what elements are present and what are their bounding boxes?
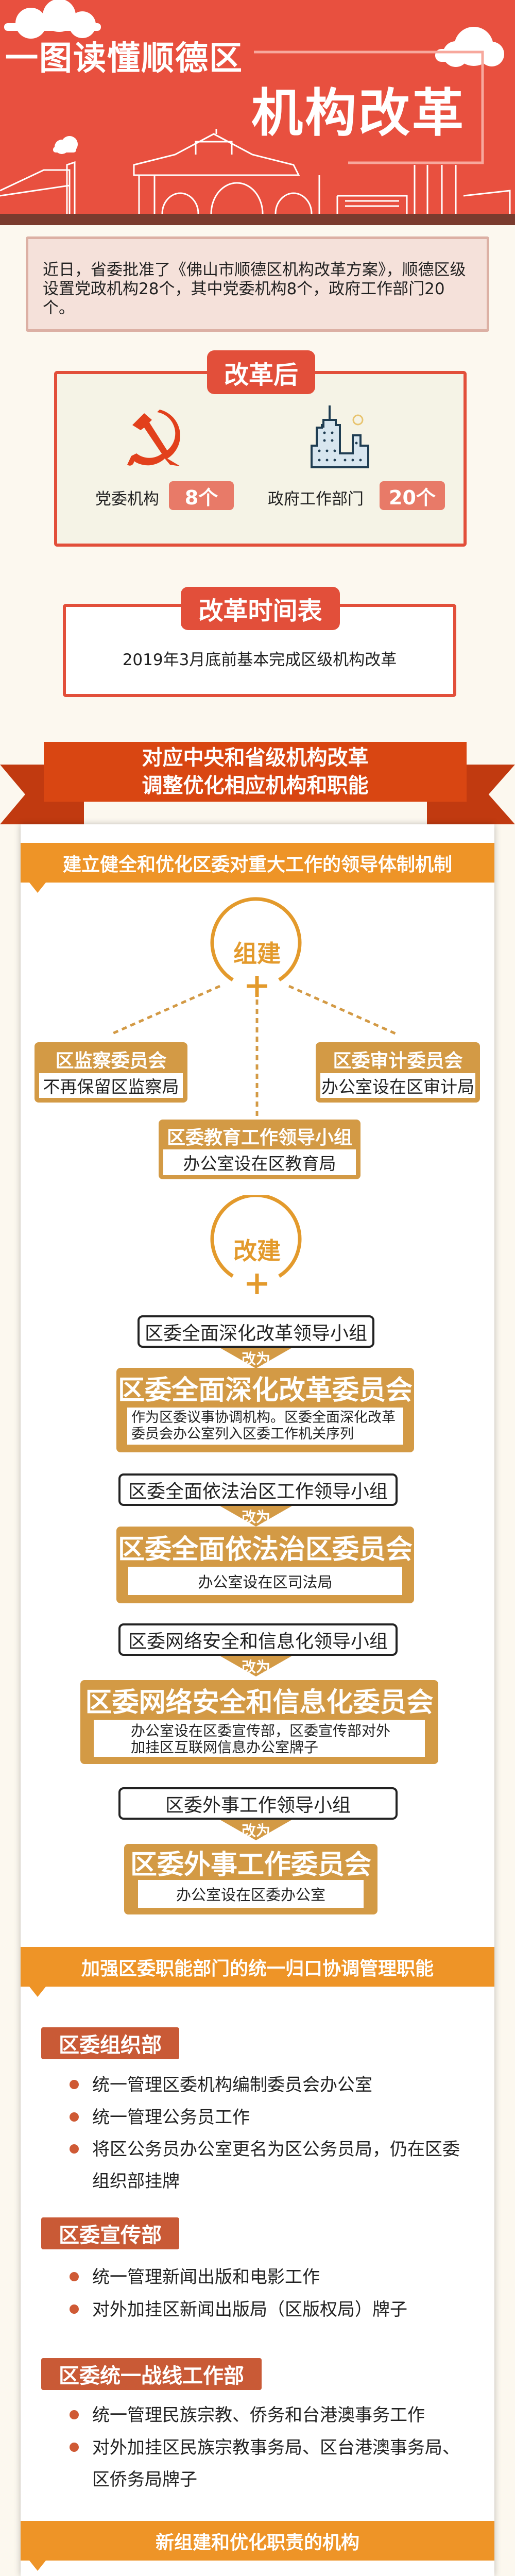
new-committee-box: 区委网络安全和信息化委员会 办公室设在区委宣传部，区委宣传部对外加挂区互联网信息… — [80, 1680, 438, 1764]
box-title: 区监察委员会 — [55, 1050, 167, 1072]
section-header-departments: 加强区委职能部门的统一归口协调管理职能 — [21, 1947, 494, 1987]
section-header-new-organs: 新组建和优化职责的机构 — [21, 2521, 494, 2561]
section-header-pointer — [29, 2561, 46, 2571]
after-reform-label: 改革后 — [207, 350, 315, 394]
rebuild-circle — [210, 1195, 302, 1278]
ribbon-banner: 对应中央和省级机构改革 调整优化相应机构和职能 — [44, 742, 467, 802]
cloud-icon — [4, 0, 504, 154]
bullet-item: 将区公务员办公室更名为区公务员局，仍在区委组织部挂牌 — [70, 2133, 476, 2197]
new-committee-title: 区委全面依法治区委员会 — [118, 1534, 413, 1565]
connector-right — [288, 985, 399, 1036]
new-committee-box: 区委全面深化改革委员会 作为区委议事协调机构。区委全面深化改革委员会办公室列入区… — [116, 1368, 414, 1452]
ribbon-line-1: 对应中央和省级机构改革 — [142, 746, 369, 770]
establish-diagram — [109, 897, 399, 1119]
box-title: 区委审计委员会 — [333, 1050, 463, 1072]
header-banner: 一图读懂顺德区 机构改革 — [0, 0, 515, 214]
section-header-leadership: 建立健全和优化区委对重大工作的领导体制机制 — [21, 843, 494, 883]
box-note: 办公室设在区审计局 — [320, 1073, 475, 1098]
old-group-box: 区委全面依法治区工作领导小组 — [118, 1473, 398, 1506]
new-committee-title: 区委外事工作委员会 — [130, 1849, 372, 1880]
government-building-icon — [311, 405, 369, 468]
establish-label: 组建 — [233, 940, 281, 968]
new-committee-box: 区委全面依法治区委员会 办公室设在区司法局 — [116, 1527, 414, 1603]
dept-label-organization: 区委组织部 — [41, 2027, 179, 2059]
box-title: 区委教育工作领导小组 — [166, 1127, 352, 1148]
rebuild-label: 改建 — [233, 1237, 281, 1265]
ribbon-line-2: 调整优化相应机构和职能 — [142, 774, 369, 798]
new-committee-box: 区委外事工作委员会 办公室设在区委办公室 — [124, 1844, 377, 1914]
government-departments-count: 20个 — [380, 481, 445, 510]
new-committee-note: 办公室设在区委办公室 — [138, 1880, 364, 1908]
plus-icon — [247, 976, 267, 997]
intro-text: 近日，省委批准了《佛山市顺德区机构改革方案》，顺德区级设置党政机构28个，其中党… — [43, 261, 466, 317]
old-group-box: 区委外事工作领导小组 — [118, 1787, 398, 1820]
bullet-item: 对外加挂区民族宗教事务局、区台港澳事务局、区侨务局牌子 — [70, 2432, 476, 2496]
bullet-item: 统一管理公务员工作 — [70, 2102, 476, 2133]
bullet-item: 对外加挂区新闻出版局（区版权局）牌子 — [70, 2294, 476, 2326]
establish-box-supervision: 区监察委员会 不再保留区监察局 — [35, 1042, 187, 1103]
dept-label-united-front: 区委统一战线工作部 — [41, 2358, 262, 2390]
timeline-text: 2019年3月底前基本完成区级机构改革 — [122, 651, 397, 669]
rebuild-diagram — [210, 1195, 302, 1294]
new-committee-title: 区委网络安全和信息化委员会 — [85, 1687, 434, 1718]
intro-box: 近日，省委批准了《佛山市顺德区机构改革方案》，顺德区级设置党政机构28个，其中党… — [26, 236, 489, 332]
box-note: 办公室设在区教育局 — [163, 1149, 356, 1175]
bullet-item: 统一管理新闻出版和电影工作 — [70, 2261, 476, 2293]
old-group-box: 区委网络安全和信息化领导小组 — [118, 1623, 398, 1656]
box-note: 不再保留区监察局 — [39, 1073, 183, 1098]
establish-box-education: 区委教育工作领导小组 办公室设在区教育局 — [159, 1120, 360, 1179]
title-line-2: 机构改革 — [251, 83, 466, 143]
bullet-item: 统一管理区委机构编制委员会办公室 — [70, 2069, 476, 2101]
government-departments-label: 政府工作部门 — [268, 490, 364, 509]
section-header-pointer — [29, 1987, 46, 1997]
after-reform-box — [54, 371, 467, 547]
header-bottom-band — [0, 214, 515, 225]
hammer-sickle-icon — [127, 410, 180, 466]
establish-circle — [210, 897, 302, 981]
new-committee-note: 作为区委议事协调机构。区委全面深化改革委员会办公室列入区委工作机关序列 — [127, 1408, 403, 1445]
party-organs-count: 8个 — [169, 481, 234, 510]
skyline-illustration — [0, 0, 511, 214]
party-organs-label: 党委机构 — [95, 490, 159, 509]
new-committee-title: 区委全面深化改革委员会 — [118, 1375, 413, 1406]
dept-label-publicity: 区委宣传部 — [41, 2217, 179, 2249]
plus-icon — [247, 1274, 267, 1294]
establish-box-audit: 区委审计委员会 办公室设在区审计局 — [316, 1042, 480, 1103]
new-committee-note: 办公室设在区委宣传部，区委宣传部对外加挂区互联网信息办公室牌子 — [94, 1720, 425, 1757]
section-header-pointer — [29, 883, 46, 893]
title-line-1: 一图读懂顺德区 — [5, 40, 243, 78]
timeline-label: 改革时间表 — [181, 587, 340, 630]
connector-left — [109, 985, 221, 1036]
old-group-box: 区委全面深化改革领导小组 — [138, 1315, 374, 1348]
new-committee-note: 办公室设在区司法局 — [128, 1567, 402, 1595]
bullet-item: 统一管理民族宗教、侨务和台港澳事务工作 — [70, 2399, 476, 2431]
